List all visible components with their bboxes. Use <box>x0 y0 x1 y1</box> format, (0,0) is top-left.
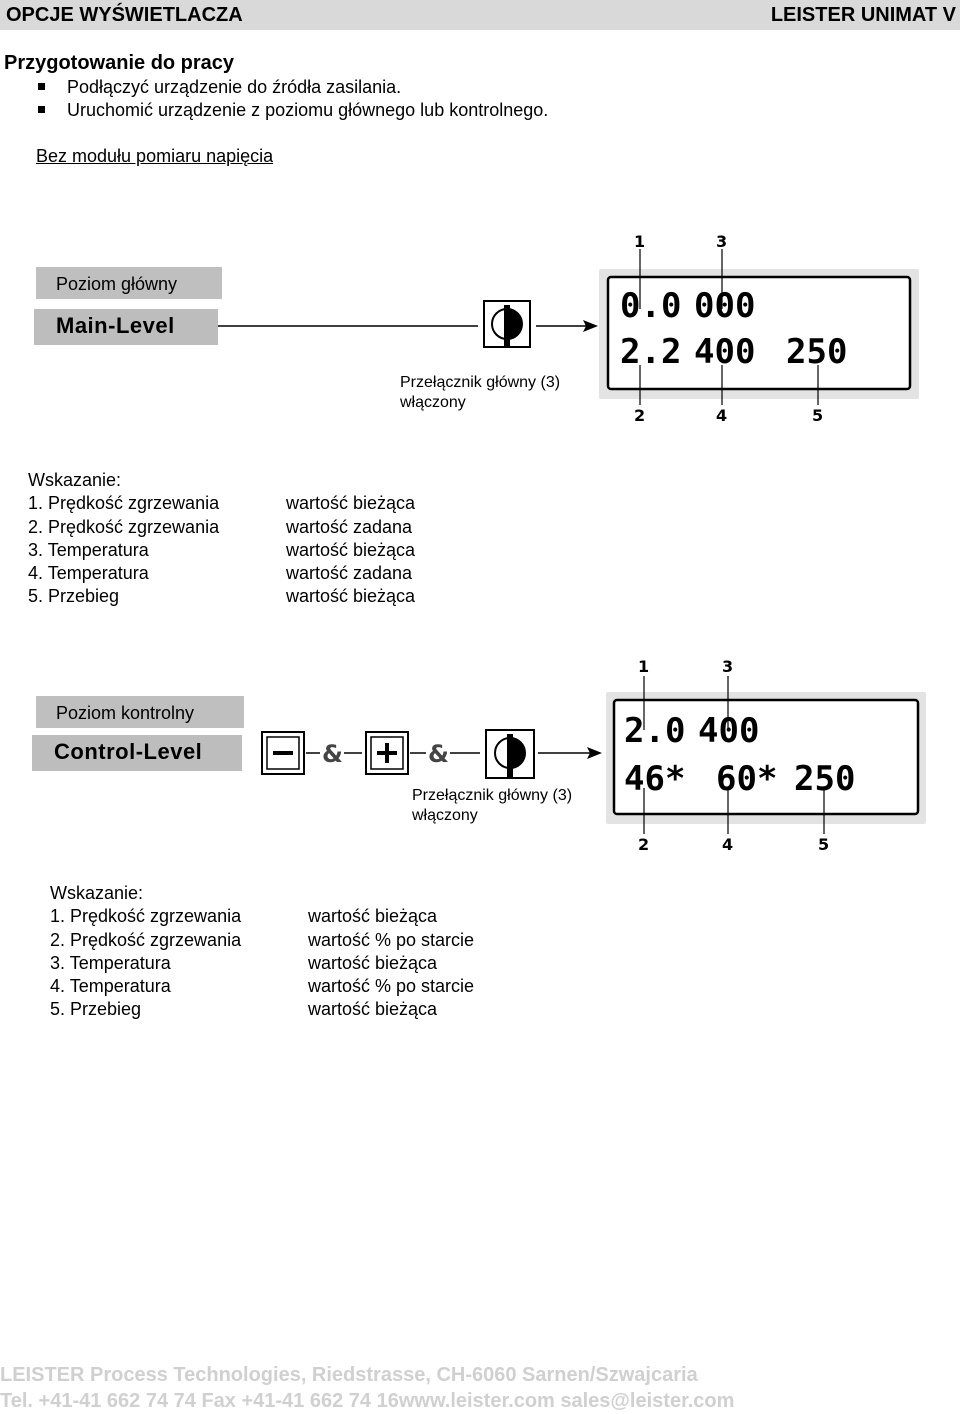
display-value: 250 <box>786 332 847 372</box>
display-value: 0.0 <box>620 286 681 326</box>
ampersand-symbol: & <box>428 740 449 768</box>
main-display <box>599 269 919 399</box>
display-value: 2.0 <box>624 711 685 751</box>
callout-number: 2 <box>638 835 649 854</box>
main-callout-numbers: 1 3 2 4 5 <box>634 232 823 425</box>
main-switch-icon <box>483 300 531 348</box>
page-header: OPCJE WYŚWIETLACZA LEISTER UNIMAT V <box>0 0 960 30</box>
bullet-square-icon <box>38 82 45 90</box>
control-switch-icon <box>485 729 535 779</box>
display-value: 46* <box>624 759 685 799</box>
main-display-digits: 0.0 000 2.2 400 250 <box>620 286 847 372</box>
prep-bullet-1: Podłączyć urządzenie do źródła zasilania… <box>38 77 401 98</box>
subheading: Bez modułu pomiaru napięcia <box>36 146 274 166</box>
main-level-bar-label: Poziom główny <box>56 274 178 294</box>
display-value: 250 <box>794 759 855 799</box>
callout-number: 3 <box>716 232 727 251</box>
callout-number: 1 <box>634 232 645 251</box>
arrow-right-icon <box>583 320 598 332</box>
control-display-digits: 2.0 400 46* 60* 250 <box>624 711 855 799</box>
minus-button-icon <box>261 731 305 775</box>
header-brand: LEISTER UNIMAT V <box>770 4 956 26</box>
display-value: 400 <box>694 332 755 372</box>
ampersand-symbol: & <box>322 740 343 768</box>
control-level-name: Control-Level <box>54 739 203 764</box>
prep-bullet-2: Uruchomić urządzenie z poziomu głównego … <box>38 100 548 121</box>
main-level-name-box: Main-Level <box>34 309 218 345</box>
legend-title: Wskazanie: <box>28 470 122 490</box>
header-title: OPCJE WYŚWIETLACZA <box>6 4 243 26</box>
plus-button-icon <box>365 731 409 775</box>
display-value: 60* <box>716 759 777 799</box>
callout-number: 1 <box>638 657 649 676</box>
footer-contact: Tel. +41-41 662 74 74 Fax +41-41 662 74 … <box>0 1390 735 1412</box>
footer-address: LEISTER Process Technologies, Riedstrass… <box>0 1364 698 1386</box>
callout-number: 5 <box>812 406 823 425</box>
prep-title: Przygotowanie do pracy <box>4 52 235 74</box>
main-level-bar: Poziom główny <box>36 267 222 299</box>
callout-number: 4 <box>722 835 733 854</box>
display-value: 2.2 <box>620 332 681 372</box>
control-level-bar-label: Poziom kontrolny <box>56 703 195 723</box>
callout-number: 2 <box>634 406 645 425</box>
callout-number: 4 <box>716 406 727 425</box>
main-level-name: Main-Level <box>56 313 175 338</box>
main-level-diagram <box>218 249 919 405</box>
main-switch-note: Przełącznik główny (3) włączony <box>400 374 561 411</box>
bullet-square-icon <box>38 105 45 113</box>
control-symbols: & & 1 3 2 4 5 <box>322 657 829 854</box>
display-value: 000 <box>694 286 755 326</box>
control-level-diagram <box>261 676 926 834</box>
control-display <box>606 692 926 824</box>
display-value: 400 <box>698 711 759 751</box>
legend-title: Wskazanie: <box>50 883 144 903</box>
callout-number: 5 <box>818 835 829 854</box>
callout-number: 3 <box>722 657 733 676</box>
control-switch-note: Przełącznik główny (3) włączony <box>412 787 573 824</box>
arrow-right-icon <box>587 747 602 759</box>
control-level-bar: Poziom kontrolny <box>36 696 244 728</box>
control-level-name-box: Control-Level <box>32 735 242 771</box>
